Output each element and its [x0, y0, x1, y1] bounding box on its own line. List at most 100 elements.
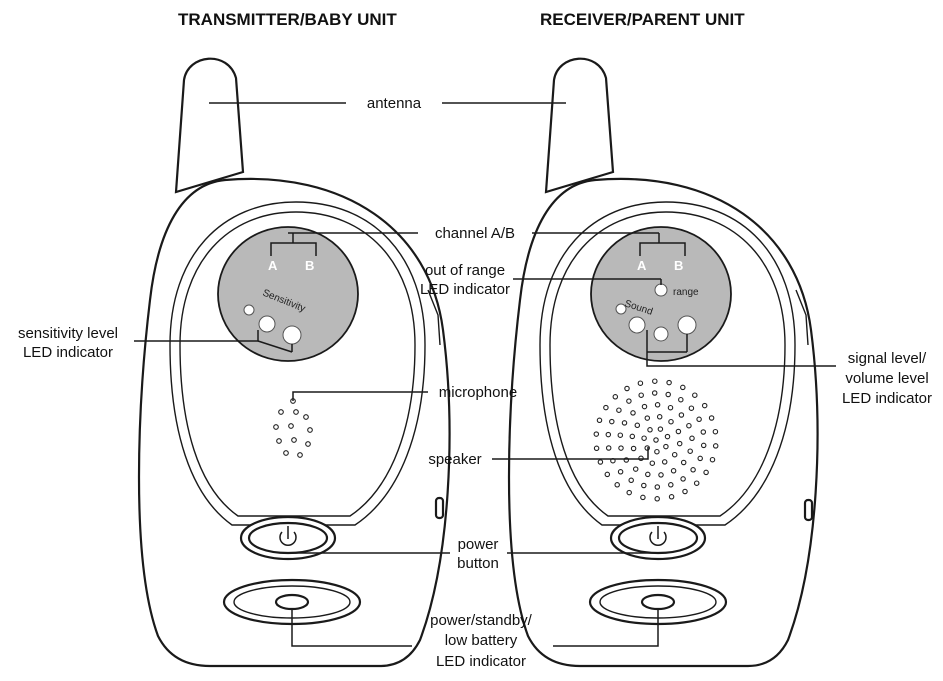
speaker-hole	[697, 455, 703, 462]
leader-lines	[134, 102, 836, 647]
speaker-hole	[678, 412, 685, 418]
microphone-holes	[273, 398, 313, 458]
transmitter-antenna	[174, 57, 245, 194]
title-transmitter: TRANSMITTER/BABY UNIT	[178, 10, 397, 29]
transmitter-side-groove	[427, 289, 441, 346]
speaker-hole	[703, 469, 709, 476]
title-receiver: RECEIVER/PARENT UNIT	[540, 10, 745, 29]
speaker-hole	[652, 378, 658, 384]
speaker-hole	[614, 482, 620, 488]
speaker-hole	[612, 394, 619, 400]
receiver-range-text: range	[673, 287, 699, 298]
speaker-hole	[654, 484, 661, 490]
label-power-2: button	[457, 555, 499, 572]
receiver-signal-led-3	[653, 326, 669, 342]
speaker-hole	[687, 448, 693, 454]
speaker-hole	[593, 431, 600, 437]
label-signal-1: signal level/	[848, 350, 927, 367]
label-signal-2: volume level	[845, 370, 928, 387]
transmitter-channel-a: A	[268, 258, 278, 273]
speaker-hole	[604, 471, 611, 478]
speaker-hole	[654, 402, 661, 408]
speaker-hole	[644, 415, 651, 421]
label-out-of-range-2: LED indicator	[420, 281, 510, 298]
speaker-hole	[658, 472, 664, 478]
speaker-hole	[645, 471, 651, 478]
transmitter-side-port	[434, 496, 445, 520]
speaker-hole	[712, 443, 719, 449]
speaker-hole	[654, 448, 660, 455]
speaker-hole	[664, 433, 671, 440]
receiver-signal-led-2	[628, 316, 646, 334]
speaker-hole	[605, 445, 612, 451]
label-sensitivity-1: sensitivity level	[18, 325, 118, 342]
speaker-hole	[678, 396, 684, 403]
transmitter-power-icon	[279, 526, 297, 547]
speaker-hole	[630, 445, 637, 452]
speaker-hole	[626, 398, 632, 404]
speaker-hole	[712, 428, 719, 435]
speaker-hole	[661, 459, 668, 465]
receiver-signal-led-4	[677, 315, 697, 335]
label-microphone: microphone	[439, 384, 517, 401]
speaker-hole	[640, 494, 646, 501]
speaker-hole	[690, 467, 696, 473]
receiver-power-icon	[649, 526, 667, 547]
transmitter-standby-led	[274, 593, 310, 611]
speaker-hole	[689, 435, 695, 442]
speaker-hole	[641, 403, 648, 410]
speaker-hole	[632, 466, 639, 472]
label-standby-3: LED indicator	[436, 653, 526, 670]
receiver-channel-a: A	[637, 258, 647, 273]
receiver-standby-led	[640, 593, 676, 611]
speaker-hole	[671, 451, 678, 458]
transmitter-sensitivity-led-1	[243, 304, 255, 316]
speaker-hole	[651, 390, 658, 396]
label-power-1: power	[458, 536, 499, 553]
transmitter-unit: A B Sensitivity	[137, 57, 451, 668]
speaker-hole	[668, 482, 674, 488]
speaker-hole	[593, 445, 600, 452]
speaker-hole	[692, 392, 698, 398]
speaker-hole	[675, 428, 682, 435]
speaker-hole	[630, 410, 636, 416]
speaker-hole	[654, 496, 660, 502]
speaker-hole	[618, 445, 624, 451]
speaker-hole	[641, 435, 647, 441]
transmitter-control-panel	[217, 226, 359, 362]
speaker-hole	[667, 404, 674, 411]
speaker-hole	[653, 437, 659, 443]
speaker-hole	[680, 459, 687, 466]
transmitter-faceplate-inner	[179, 211, 416, 517]
labels: TRANSMITTER/BABY UNIT RECEIVER/PARENT UN…	[18, 10, 932, 670]
speaker-hole	[641, 482, 647, 489]
transmitter-channel-b: B	[305, 258, 314, 273]
speaker-grille	[593, 378, 719, 502]
speaker-hole	[621, 420, 628, 426]
speaker-hole	[701, 402, 708, 409]
label-speaker: speaker	[428, 451, 481, 468]
speaker-hole	[700, 429, 707, 435]
label-channel: channel A/B	[435, 225, 515, 242]
receiver-antenna	[544, 57, 615, 194]
speaker-hole	[666, 379, 672, 386]
speaker-hole	[688, 405, 695, 411]
receiver-unit: A B range Sound	[507, 57, 819, 668]
receiver-faceplate-inner	[549, 211, 786, 517]
label-out-of-range-1: out of range	[425, 262, 505, 279]
speaker-hole	[638, 392, 644, 398]
transmitter-sensitivity-led-2	[258, 315, 276, 333]
transmitter-body	[137, 177, 451, 668]
speaker-hole	[708, 415, 715, 421]
receiver-signal-led-1	[615, 303, 627, 315]
speaker-hole	[629, 433, 636, 440]
speaker-hole	[628, 477, 634, 484]
speaker-hole	[624, 385, 630, 392]
speaker-hole	[596, 417, 603, 424]
speaker-hole	[686, 422, 692, 429]
speaker-hole	[693, 480, 700, 486]
speaker-hole	[668, 494, 675, 500]
receiver-side-groove	[795, 289, 809, 346]
